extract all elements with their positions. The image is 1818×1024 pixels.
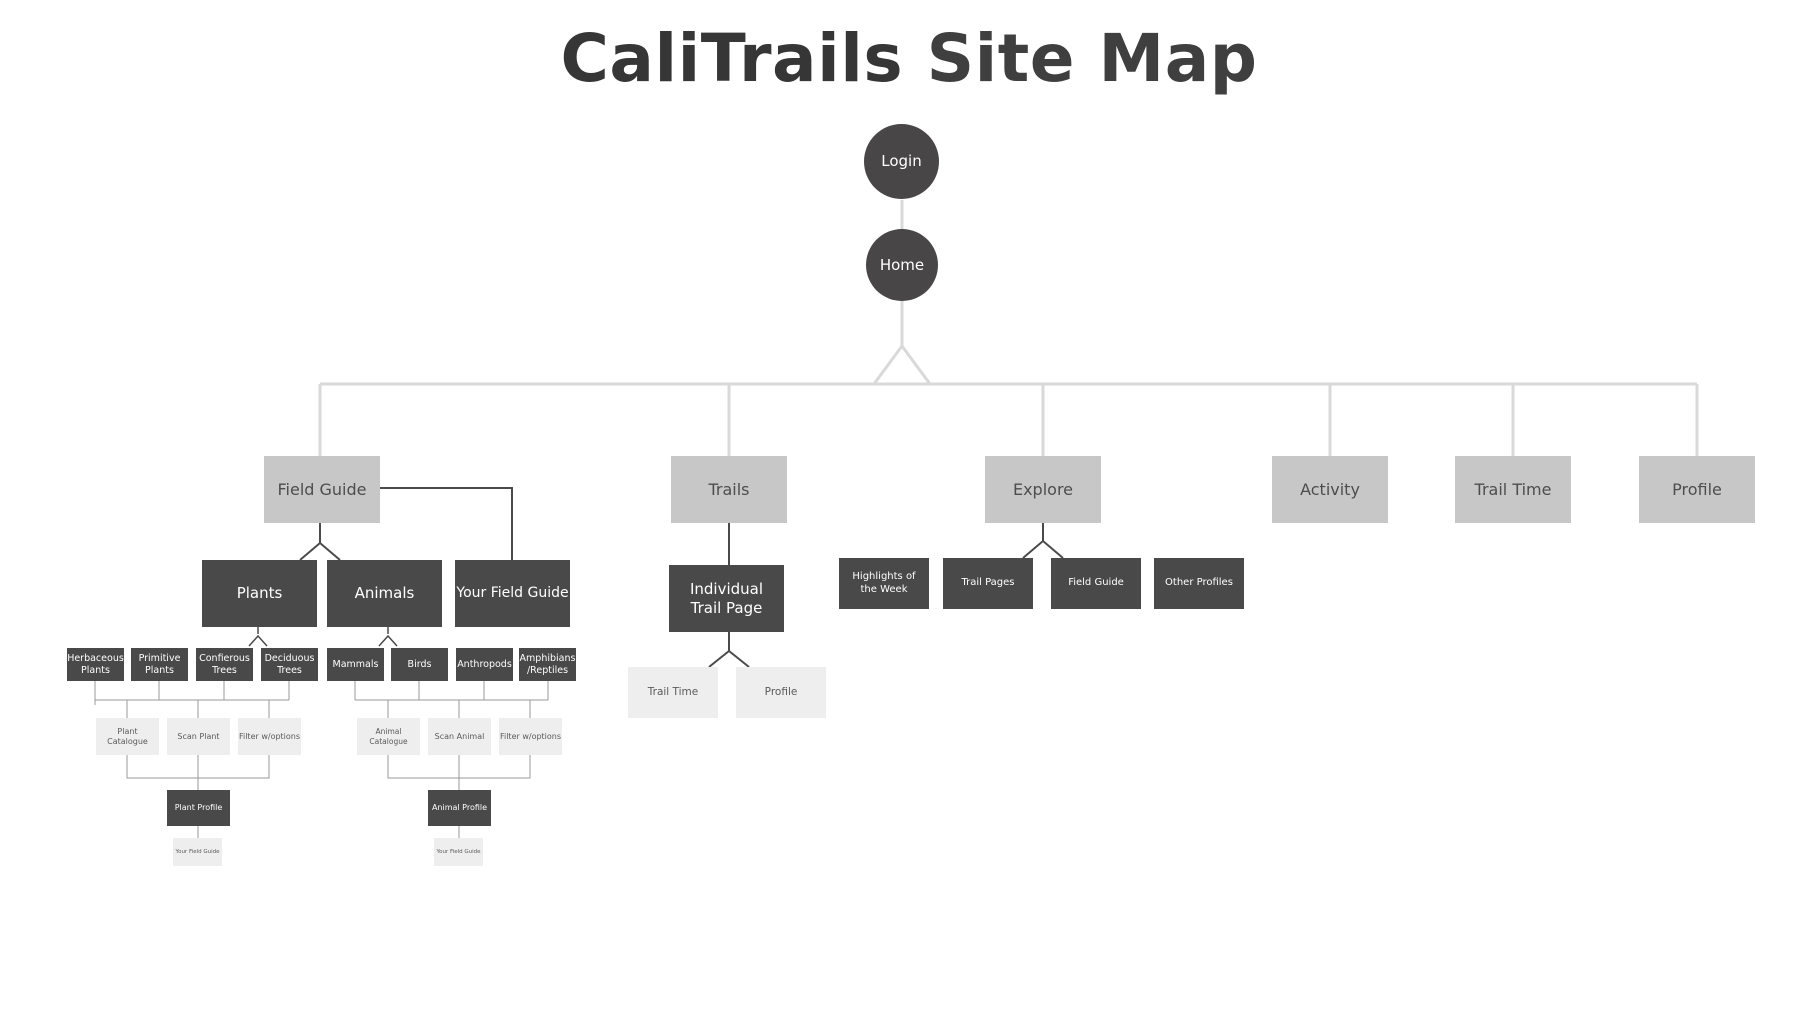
animal-your-field-guide-node: Your Field Guide	[434, 838, 483, 866]
individual-trail-page-node: Individual Trail Page	[669, 565, 784, 632]
trail-time-sub-node: Trail Time	[628, 667, 718, 718]
plant-your-field-guide-node: Your Field Guide	[173, 838, 222, 866]
profile-sub-node: Profile	[736, 667, 826, 718]
filter-animals-node: Filter w/options	[499, 718, 562, 755]
field-guide-node: Field Guide	[264, 456, 380, 523]
coniferous-trees-node: Confierous Trees	[196, 648, 253, 681]
login-node: Login	[864, 124, 939, 199]
mammals-node: Mammals	[327, 648, 384, 681]
trail-time-node: Trail Time	[1455, 456, 1571, 523]
plant-catalogue-node: Plant Catalogue	[96, 718, 159, 755]
highlights-node: Highlights of the Week	[839, 558, 929, 609]
plants-node: Plants	[202, 560, 317, 627]
trails-node: Trails	[671, 456, 787, 523]
amphibians-reptiles-node: Amphibians /Reptiles	[519, 648, 576, 681]
profile-node: Profile	[1639, 456, 1755, 523]
explore-field-guide-node: Field Guide	[1051, 558, 1141, 609]
filter-plants-node: Filter w/options	[238, 718, 301, 755]
page-title: CaliTrails Site Map	[0, 20, 1818, 97]
birds-node: Birds	[391, 648, 448, 681]
activity-node: Activity	[1272, 456, 1388, 523]
animal-catalogue-node: Animal Catalogue	[357, 718, 420, 755]
scan-animal-node: Scan Animal	[428, 718, 491, 755]
explore-node: Explore	[985, 456, 1101, 523]
deciduous-trees-node: Deciduous Trees	[261, 648, 318, 681]
plant-profile-node: Plant Profile	[167, 790, 230, 826]
trail-pages-node: Trail Pages	[943, 558, 1033, 609]
other-profiles-node: Other Profiles	[1154, 558, 1244, 609]
animal-profile-node: Animal Profile	[428, 790, 491, 826]
your-field-guide-node: Your Field Guide	[455, 560, 570, 627]
animals-node: Animals	[327, 560, 442, 627]
herbaceous-plants-node: Herbaceous Plants	[67, 648, 124, 681]
home-node: Home	[866, 229, 938, 301]
title-brand: CaliTrails	[560, 20, 904, 97]
primitive-plants-node: Primitive Plants	[131, 648, 188, 681]
scan-plant-node: Scan Plant	[167, 718, 230, 755]
anthropods-node: Anthropods	[456, 648, 513, 681]
title-rest: Site Map	[926, 20, 1258, 97]
